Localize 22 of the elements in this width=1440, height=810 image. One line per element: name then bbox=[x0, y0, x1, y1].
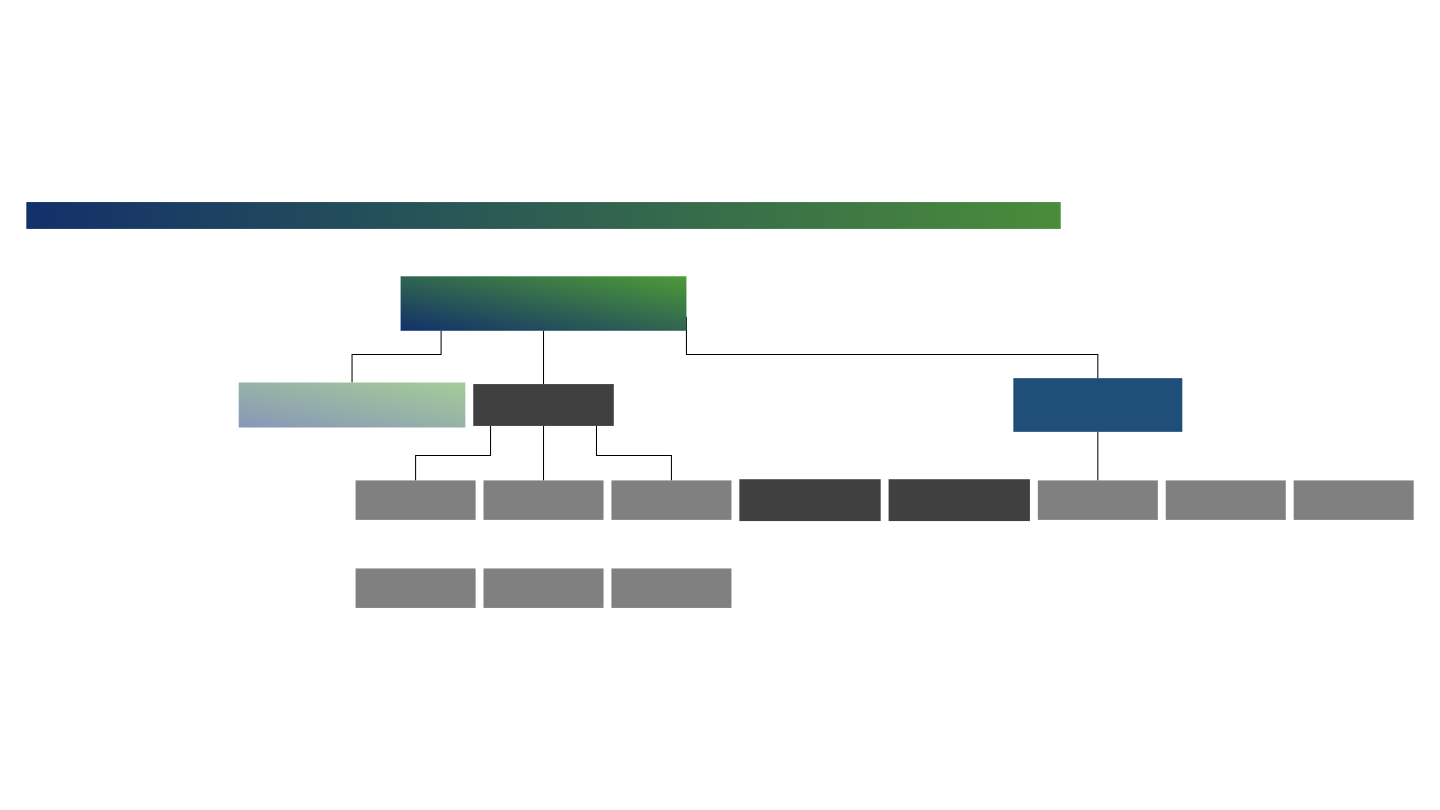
node-bar bbox=[26, 202, 1061, 229]
node-box bbox=[483, 568, 604, 608]
node-box bbox=[611, 480, 732, 520]
node-box bbox=[1165, 480, 1286, 520]
node-box bbox=[888, 479, 1030, 522]
node-box bbox=[1037, 480, 1158, 520]
connector bbox=[1097, 431, 1099, 481]
node-box bbox=[355, 480, 476, 520]
node-box bbox=[1293, 480, 1414, 520]
node-box bbox=[238, 382, 466, 428]
node-box bbox=[483, 480, 604, 520]
connector bbox=[543, 425, 545, 481]
node-box bbox=[611, 568, 732, 608]
node-box bbox=[1013, 378, 1183, 432]
connector bbox=[351, 330, 442, 383]
node-box bbox=[473, 384, 614, 426]
connector bbox=[595, 425, 672, 481]
connector bbox=[543, 330, 545, 385]
node-box bbox=[739, 479, 881, 522]
node-box bbox=[355, 568, 476, 608]
connector bbox=[415, 425, 492, 481]
node-box bbox=[400, 276, 687, 331]
